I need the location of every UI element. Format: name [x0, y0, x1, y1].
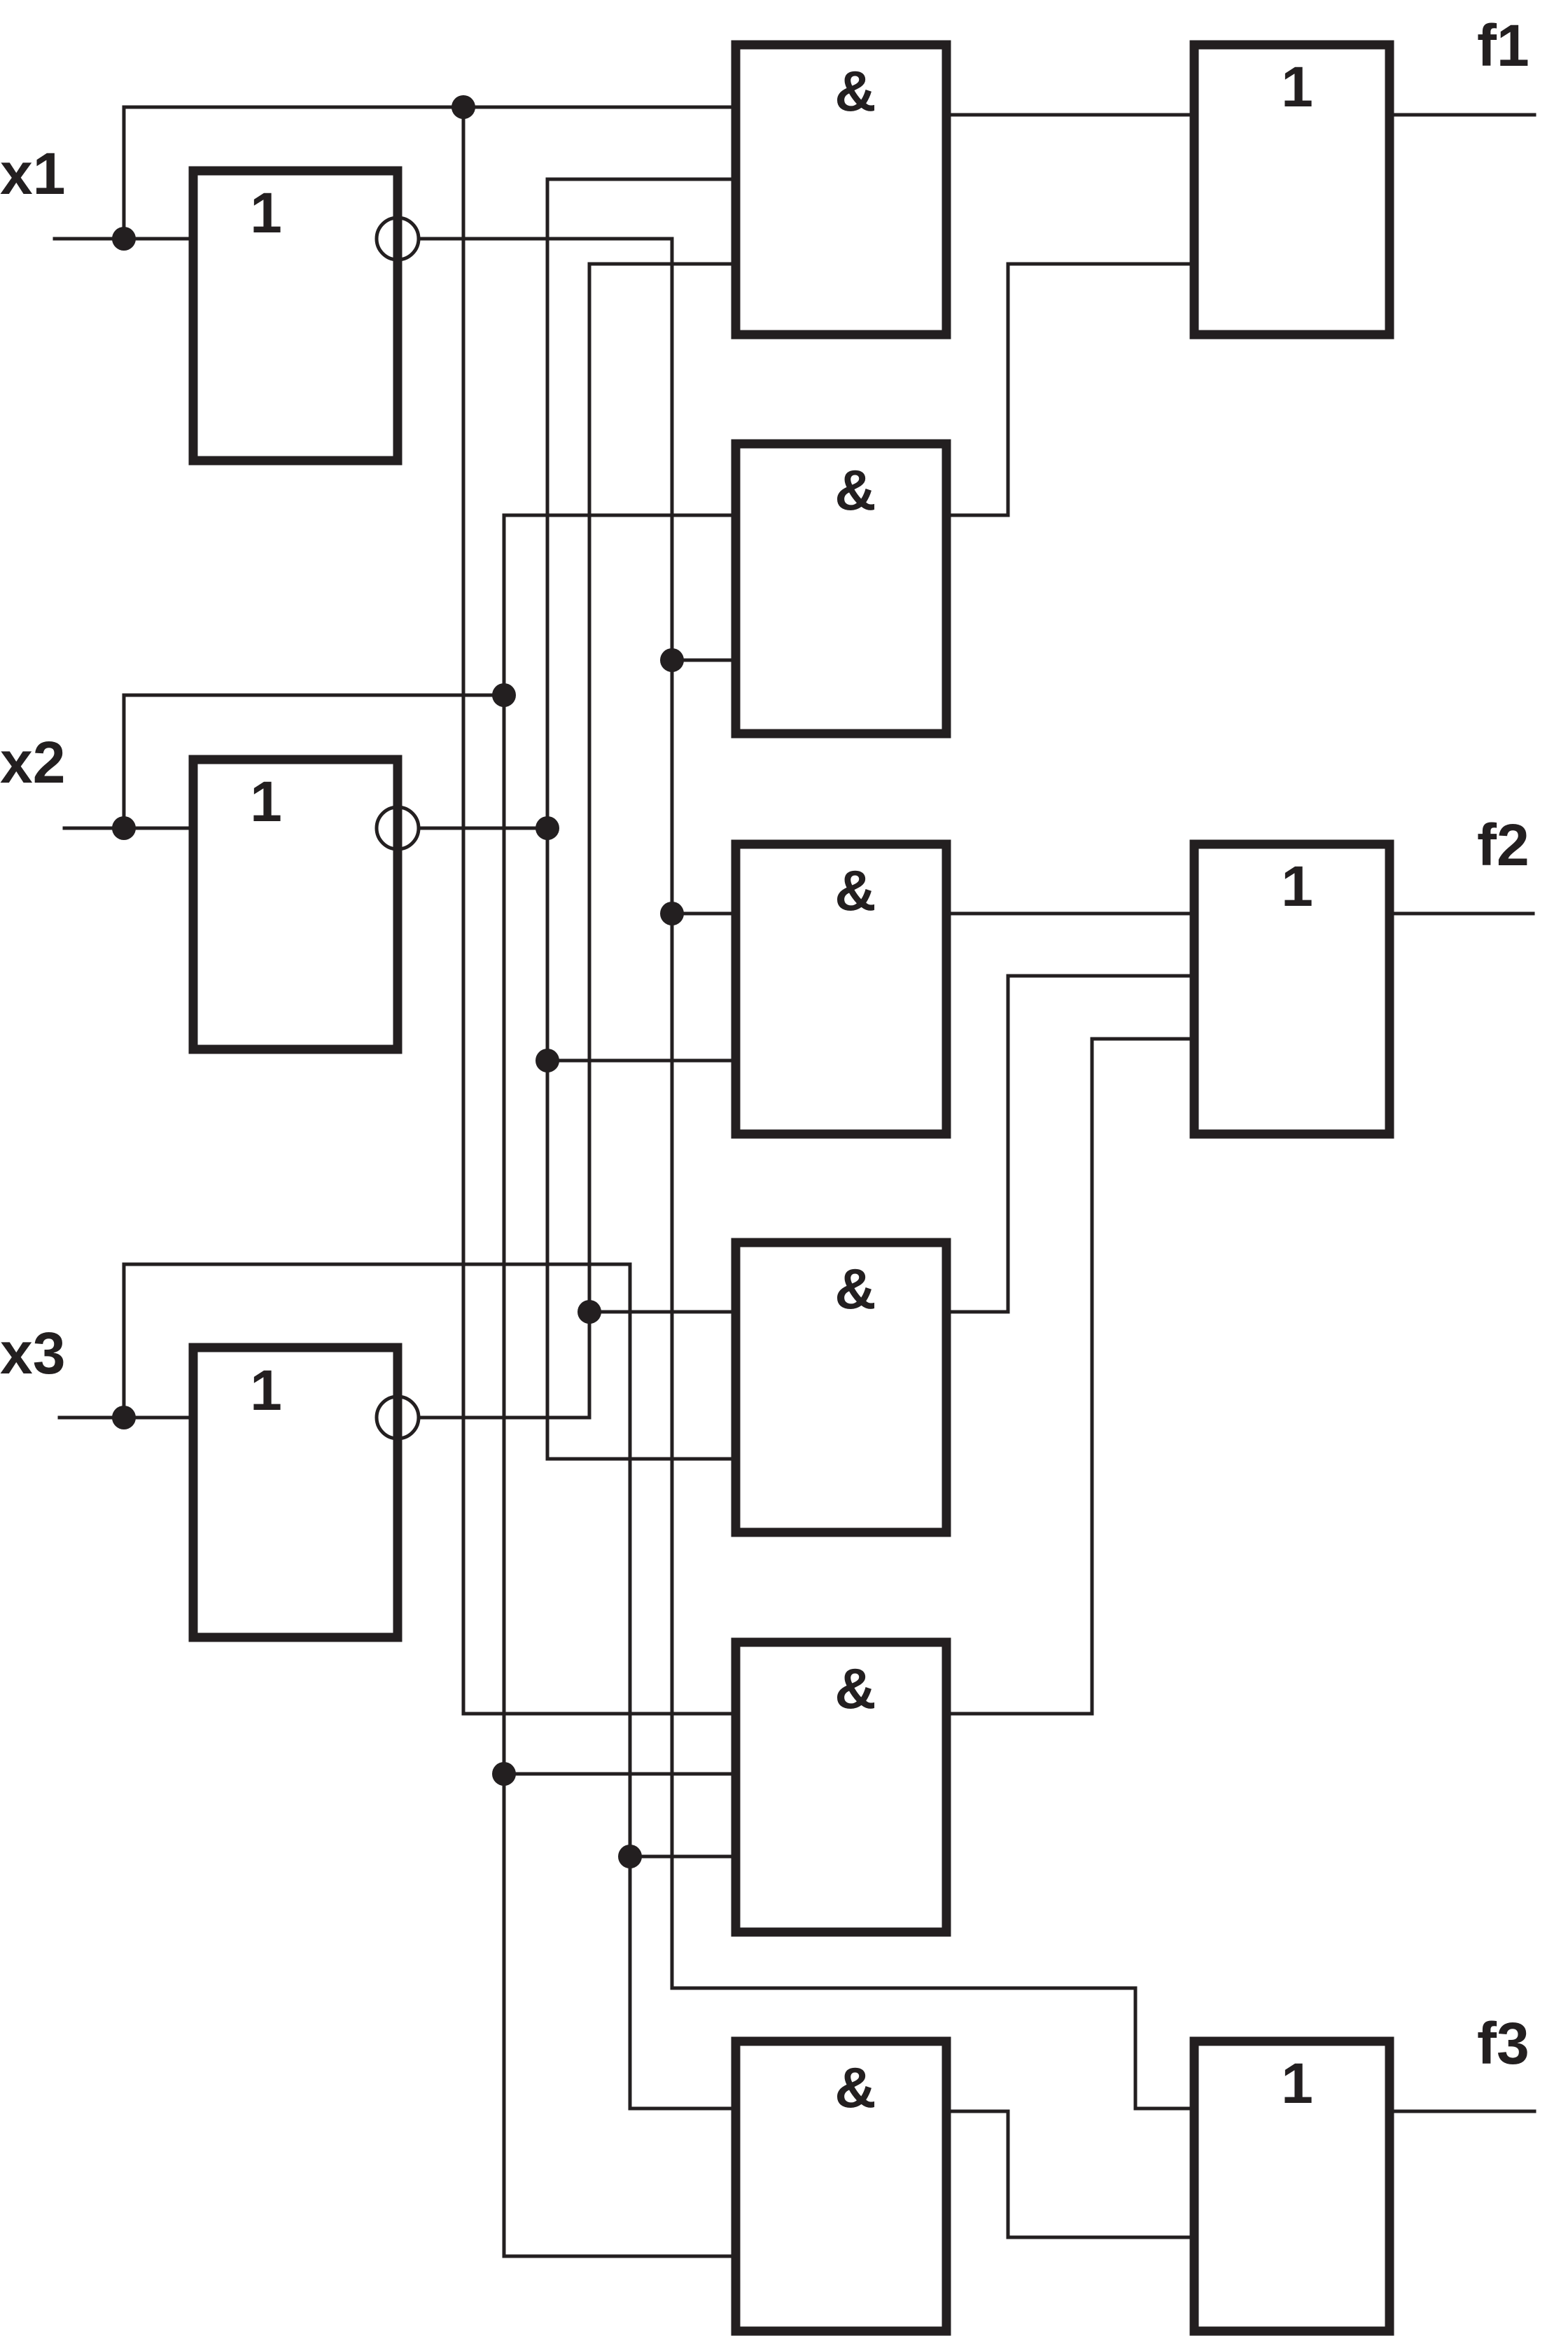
wire-x1-branch: [122, 105, 736, 241]
and-gate-2-symbol: &: [834, 459, 876, 522]
or-gate-f2-symbol: 1: [1281, 855, 1313, 918]
input-label-x1: x1: [0, 141, 65, 207]
input-label-x3: x3: [0, 1320, 65, 1386]
output-label-f2: f2: [1477, 812, 1530, 878]
or-gates: [1189, 40, 1394, 2336]
junction-x3-input: [112, 1406, 136, 1429]
not-gate-x1-symbol: 1: [250, 181, 282, 245]
wires: [52, 105, 1536, 2258]
and-gates: [731, 40, 951, 2336]
not-gate-x3-symbol: 1: [250, 1359, 282, 1422]
and-gate-5: [731, 1637, 951, 1937]
inversion-bubbles: [374, 216, 421, 1441]
wire-and2-or1: [946, 262, 1196, 517]
wire-x2-bus: [502, 513, 736, 2258]
inversion-bubble-x3: [374, 1394, 421, 1441]
junction-not-x2-and3: [536, 1049, 559, 1072]
not-gate-x1: [188, 166, 402, 466]
wire-x2-branch: [122, 693, 506, 830]
and-gate-1: [731, 40, 951, 340]
wire-and6-or3: [946, 2109, 1196, 2239]
and-gate-2: [731, 439, 951, 739]
junction-x3-and5: [618, 1845, 642, 1868]
wire-x3-branch: [122, 1262, 736, 2111]
inversion-bubble-x1: [374, 216, 421, 262]
wire-not-x2-bus: [545, 177, 736, 1461]
and-gate-4: [731, 1238, 951, 1537]
inversion-bubble-x2: [374, 805, 421, 851]
junction-x1-input: [112, 227, 136, 251]
and-gate-4-symbol: &: [834, 1257, 876, 1321]
junction-x2-and5: [492, 1762, 516, 1786]
junction-x1-bus: [451, 95, 475, 119]
not-gate-x3: [188, 1343, 402, 1642]
junction-not-x2: [536, 816, 559, 840]
and-gate-5-symbol: &: [834, 1657, 876, 1721]
junction-x2-input: [112, 816, 136, 840]
and-gate-6: [731, 2036, 951, 2336]
not-gate-x2-symbol: 1: [250, 770, 282, 834]
junction-dots: [112, 95, 684, 1868]
or-gate-f3-symbol: 1: [1281, 2052, 1313, 2115]
input-label-x2: x2: [0, 729, 65, 795]
wire-and5-or2: [946, 1037, 1196, 1716]
or-gate-f1-symbol: 1: [1281, 55, 1313, 119]
wire-x1-bus: [461, 105, 736, 1716]
and-gate-1-symbol: &: [834, 60, 876, 123]
and-gate-6-symbol: &: [834, 2056, 876, 2120]
output-label-f3: f3: [1477, 2010, 1530, 2076]
and-gate-3: [731, 839, 951, 1139]
or-gate-f1: [1189, 40, 1394, 340]
junction-x2-bus: [492, 683, 516, 707]
or-gate-f3: [1189, 2036, 1394, 2336]
not-gates: [188, 166, 402, 1642]
io-labels: x1 x2 x3 f1 f2 f3: [0, 13, 1530, 2076]
or-gate-f2: [1189, 839, 1394, 1139]
junction-not-x3-and4: [578, 1300, 601, 1324]
junction-not-x1-and2: [660, 648, 684, 672]
output-label-f1: f1: [1477, 13, 1530, 78]
junction-not-x1-and3: [660, 902, 684, 925]
wire-and4-or2: [946, 974, 1196, 1314]
gate-symbols: 1 1 1 & & & & & & 1 1 1: [250, 55, 1313, 2120]
not-gate-x2: [188, 755, 402, 1054]
wire-not-x1: [416, 237, 1196, 2111]
and-gate-3-symbol: &: [834, 859, 876, 923]
